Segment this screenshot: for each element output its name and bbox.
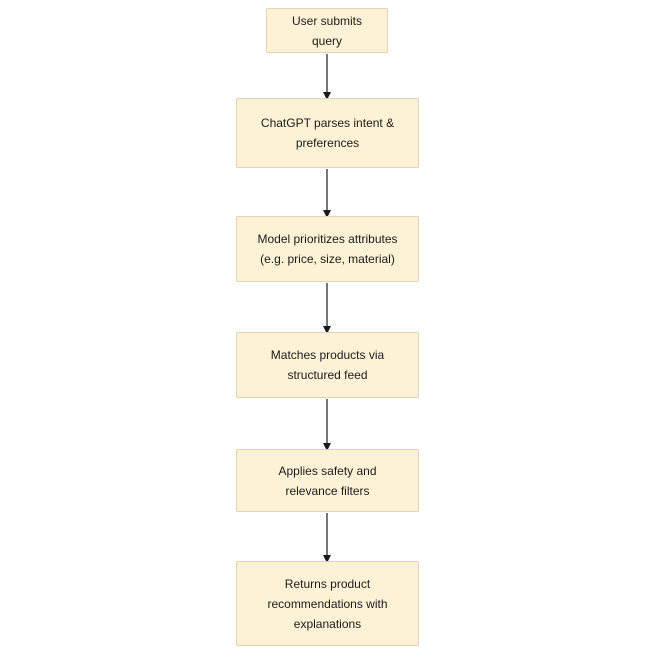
step-match-products: Matches products via structured feed [236, 332, 419, 398]
step-label: Applies safety and relevance filters [278, 463, 377, 498]
step-prioritize-attributes: Model prioritizes attributes (e.g. price… [236, 216, 419, 282]
step-label: Matches products via structured feed [270, 348, 385, 382]
step-apply-filters: Applies safety and relevance filters [236, 449, 419, 512]
step-label: Returns product recommendations with exp… [267, 576, 388, 631]
step-parse-intent: ChatGPT parses intent & preferences [236, 98, 419, 168]
step-user-submits-query: User submits query [266, 8, 388, 53]
step-label: ChatGPT parses intent & preferences [260, 116, 395, 150]
step-label: User submits query [291, 13, 362, 48]
step-return-recommendations: Returns product recommendations with exp… [236, 561, 419, 646]
step-label: Model prioritizes attributes (e.g. price… [257, 232, 398, 266]
